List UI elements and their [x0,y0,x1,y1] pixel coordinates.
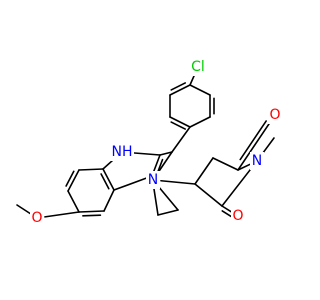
methoxy-oxygen-label: O [31,210,42,226]
bond-s1-o1 [237,120,272,171]
bond-c1-nr [156,151,173,175]
bond-om-me1 [16,204,32,215]
imide-nitrogen-label: N [252,153,262,169]
bond-s1-o1-second [239,120,267,161]
molecule-structure: Cl NH N O N O O [16,58,282,227]
chlorine-label-bg [187,58,209,76]
bond-a3-a4 [169,116,191,128]
bond-s4-s3 [194,183,223,207]
bond-b7-b6-second [65,170,75,187]
bond-b3a-c4b [113,175,153,191]
bond-cl-a1 [189,74,196,86]
indole-nh-label-bg [110,143,134,161]
bond-a1-a2 [169,84,191,96]
bond-layer [16,74,275,219]
methoxy-oxygen-label-bg [30,209,44,227]
carbonyl-oxygen-bottom-label-bg [231,207,245,225]
ring-nitrogen-label: N [148,172,158,188]
carbonyl-oxygen-top-label-bg [268,106,282,124]
bond-nh-c9a [132,152,161,156]
bond-b5-b4 [78,210,105,213]
chlorine-label: Cl [191,59,205,75]
carbonyl-oxygen-bottom-label: O [232,208,243,224]
bond-c1-c9a [159,151,173,156]
bond-b5-b4-second [82,214,102,217]
bond-ni-me2 [260,137,275,156]
bond-a3-a4-second [170,121,187,130]
bond-s3-s2 [194,157,214,185]
bond-a6-a1 [189,84,211,96]
bond-b7a-b3a-second [100,173,110,190]
bond-b4-b3a [103,189,115,212]
bond-b7a-b3a [102,168,115,191]
bond-a4-a5 [189,116,211,128]
bond-nr-s3 [160,179,196,185]
bond-b7-b6 [67,169,80,192]
carbonyl-oxygen-top-label: O [269,107,280,123]
bond-a4-c1 [171,126,191,153]
bond-ni-s4 [221,166,253,207]
bond-s1-ni [237,163,251,171]
bond-b6-b5 [67,190,80,213]
bond-c3-c4 [157,209,179,216]
bond-b7a-b7 [78,168,104,171]
bond-s2-s1 [212,157,239,171]
indole-nh-label: NH [112,144,133,160]
bond-s4-o2 [221,205,233,214]
atom-label-layer: Cl NH N O N O O [30,58,282,227]
bond-a1-a2-second [170,82,187,91]
ring-nitrogen-label-bg [146,171,160,189]
bond-b5-om [44,211,80,218]
bond-nr-c3 [157,185,179,211]
imide-nitrogen-label-bg [250,152,264,170]
